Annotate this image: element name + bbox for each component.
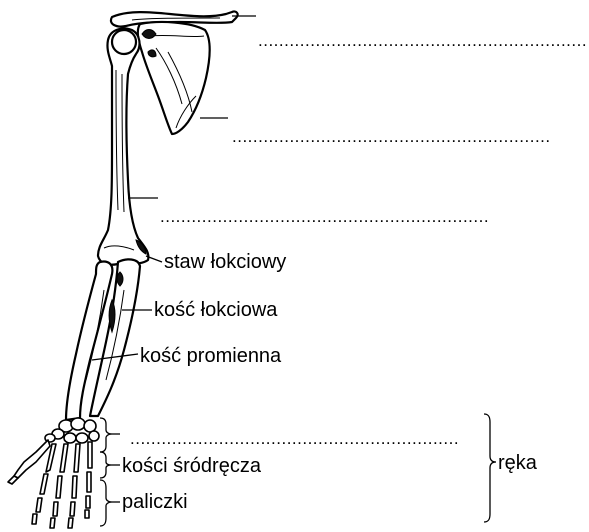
radius-label: kość promienna xyxy=(140,345,282,367)
carpals-blank[interactable]: ........................................… xyxy=(130,429,459,448)
scapula-blank[interactable]: ........................................… xyxy=(232,127,551,146)
clavicle-blank[interactable]: ........................................… xyxy=(258,31,587,50)
carpals-brace xyxy=(100,418,112,452)
phalanges-label: paliczki xyxy=(122,491,188,513)
phalanges-brace xyxy=(100,480,112,526)
humerus-blank[interactable]: ........................................… xyxy=(160,207,489,226)
hand-label: ręka xyxy=(498,452,538,474)
humerus-drawing xyxy=(98,28,148,264)
carpals-drawing xyxy=(45,418,99,443)
elbow-joint-label: staw łokciowy xyxy=(164,251,286,273)
hand-bones-drawing xyxy=(8,440,92,528)
forearm-drawing xyxy=(66,259,140,420)
ulna-label: kość łokciowa xyxy=(154,299,278,321)
scapula-drawing xyxy=(138,22,210,134)
hand-brace xyxy=(484,414,496,522)
metacarpals-brace xyxy=(100,452,112,478)
metacarpals-label: kości śródręcza xyxy=(122,455,262,477)
